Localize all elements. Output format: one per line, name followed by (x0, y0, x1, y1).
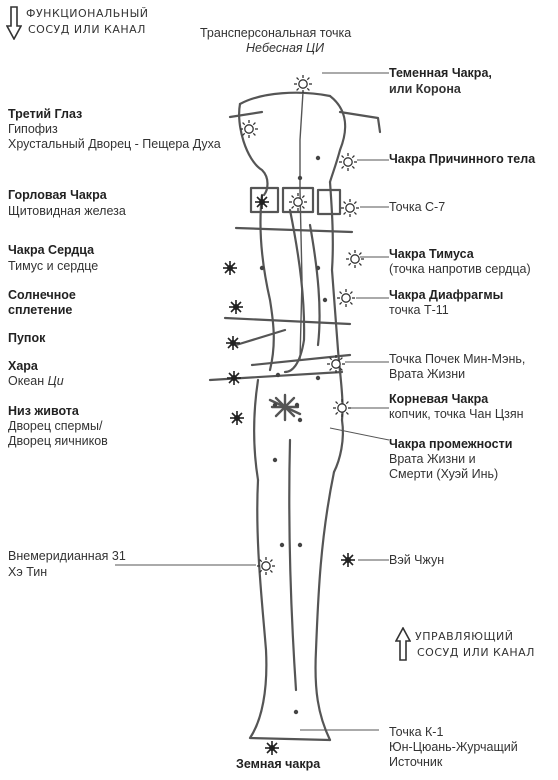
heart-chakra-line1: Тимус и сердце (8, 259, 99, 273)
extra-meridian-line2: Хэ Тин (8, 565, 48, 579)
causal-chakra-title: Чакра Причинного тела (389, 152, 536, 166)
extra-meridian-line1: Внемеридианная 31 (8, 549, 126, 563)
crown-chakra-title1: Теменная Чакра, (389, 66, 492, 80)
hip-outline (253, 378, 260, 482)
throat-chakra-title: Горловая Чакра (8, 188, 107, 202)
throat-box (249, 186, 280, 214)
sun-icon (293, 74, 313, 94)
wei-zhong-label: Вэй Чжун (389, 553, 445, 567)
sun-icon (336, 288, 356, 308)
arm-outline (283, 208, 306, 374)
governing-channel-line2: СОСУД ИЛИ КАНАЛ (417, 646, 535, 659)
crown-line (228, 110, 264, 119)
diaphragm-chakra-title: Чакра Диафрагмы (389, 288, 504, 302)
sun-icon (256, 556, 276, 576)
k1-point-line2: Юн-Цюань-Журчащий (389, 740, 518, 754)
root-chakra-title: Корневая Чакра (389, 392, 489, 406)
lower-abdomen-line1: Дворец спермы/ (8, 419, 103, 433)
star-icon (264, 740, 280, 756)
point-dots (259, 155, 328, 715)
sun-icon (345, 249, 365, 269)
perineum-chakra-title: Чакра промежности (389, 437, 513, 451)
transpersonal-point-label: Трансперсональная точка (200, 26, 352, 40)
throat-chakra-line1: Щитовидная железа (8, 204, 126, 218)
hara-line1: Океан Ци (8, 374, 64, 388)
star-icon (254, 194, 270, 210)
thymus-chakra-title: Чакра Тимуса (389, 247, 474, 261)
sun-icon (340, 198, 360, 218)
crown-chakra-title2: или Корона (389, 82, 461, 96)
star-icon (228, 299, 244, 315)
third-eye-line2: Хрустальный Дворец - Пещера Духа (8, 137, 221, 151)
earth-chakra-title: Земная чакра (236, 757, 321, 771)
solar-plexus-title1: Солнечное (8, 288, 76, 302)
functional-channel-line2: СОСУД ИЛИ КАНАЛ (28, 23, 146, 36)
star-icon (340, 552, 356, 568)
root-chakra-line1: копчик, точка Чан Цзян (389, 407, 524, 421)
sun-icon (239, 119, 259, 139)
star-icon (225, 335, 241, 351)
perineum-chakra-line1: Врата Жизни и (389, 452, 476, 466)
torso-outline (259, 193, 275, 372)
k1-point-line1: Точка К-1 (389, 725, 444, 739)
kidney-point-line1: Точка Почек Мин-Мэнь, (389, 352, 526, 366)
star-icon (222, 260, 238, 276)
leg-outline (248, 478, 332, 742)
sun-icon (288, 192, 308, 212)
lower-abdomen-title: Низ живота (8, 404, 79, 418)
governing-channel-line1: УПРАВЛЯЮЩИЙ (415, 630, 514, 643)
thymus-chakra-line1: (точка напротив сердца) (389, 262, 531, 276)
arrow-up-icon (395, 627, 411, 661)
sun-icon (326, 354, 346, 374)
kidney-point-line2: Врата Жизни (389, 367, 466, 381)
c7-point-label: Точка С-7 (389, 200, 446, 214)
k1-point-line3: Источник (389, 755, 443, 769)
navel-title: Пупок (8, 331, 46, 345)
star-icon (226, 370, 242, 386)
heavenly-qi-label: Небесная ЦИ (246, 41, 325, 55)
sun-icon (338, 152, 358, 172)
belt-line (234, 226, 354, 234)
connector-lines (115, 72, 390, 731)
third-eye-line1: Гипофиз (8, 122, 58, 136)
solar-plexus-title2: сплетение (8, 303, 73, 317)
functional-channel-line1: ФУНКЦИОНАЛЬНЫЙ (26, 7, 149, 20)
lower-abdomen-line2: Дворец яичников (8, 434, 108, 448)
sacral-star (268, 393, 302, 422)
diaphragm-chakra-line1: точка Т-11 (389, 303, 449, 317)
third-eye-title: Третий Глаз (8, 107, 83, 121)
sun-icon (332, 398, 352, 418)
heart-chakra-title: Чакра Сердца (8, 243, 95, 257)
perineum-chakra-line2: Смерти (Хуэй Инь) (389, 467, 499, 481)
star-icon (229, 410, 245, 426)
arrow-down-icon (6, 6, 22, 40)
meridian-line (299, 91, 304, 361)
hara-title: Хара (8, 359, 38, 373)
